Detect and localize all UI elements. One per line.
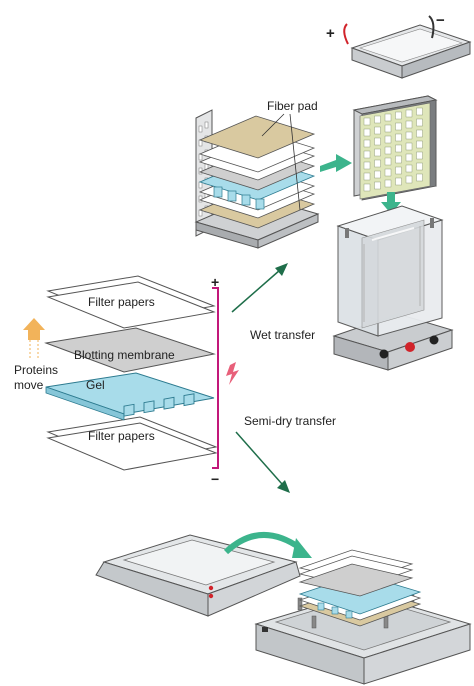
fiber-pad-label: Fiber pad: [267, 99, 318, 113]
open-cassette: [194, 109, 320, 249]
semi-dry-transfer-label: Semi-dry transfer: [244, 414, 336, 428]
proteins-move-arrow: [23, 318, 45, 360]
teal-arrow-right: [320, 154, 352, 172]
lid-flip-arrow: [223, 532, 312, 558]
gel-sandwich-stack: [44, 275, 218, 471]
gel-label: Gel: [86, 378, 105, 392]
move-label: move: [14, 378, 44, 392]
wet-transfer-label: Wet transfer: [250, 328, 315, 342]
semi-dry-transfer-arrow: [235, 431, 290, 493]
electrode-minus-sign: −: [211, 471, 219, 487]
buffer-tray: [343, 15, 472, 79]
semi-dry-floating-layers: [298, 549, 414, 597]
gel-wells: [123, 393, 195, 417]
tray-plus-sign: +: [326, 25, 335, 42]
wet-transfer-arrow: [231, 263, 288, 313]
tray-minus-sign: −: [436, 12, 445, 29]
filter-papers-top-label: Filter papers: [88, 295, 155, 309]
proteins-label: Proteins: [14, 363, 58, 377]
blotting-membrane-label: Blotting membrane: [74, 348, 175, 362]
closed-cassette: [352, 95, 438, 201]
electrode-bracket: [212, 287, 239, 469]
teal-arrow-down: [381, 192, 401, 214]
semi-dry-lid: [95, 534, 301, 617]
wet-transfer-tank: [332, 205, 454, 371]
filter-papers-bottom-label: Filter papers: [88, 429, 155, 443]
electrode-plus-sign: +: [211, 274, 219, 290]
